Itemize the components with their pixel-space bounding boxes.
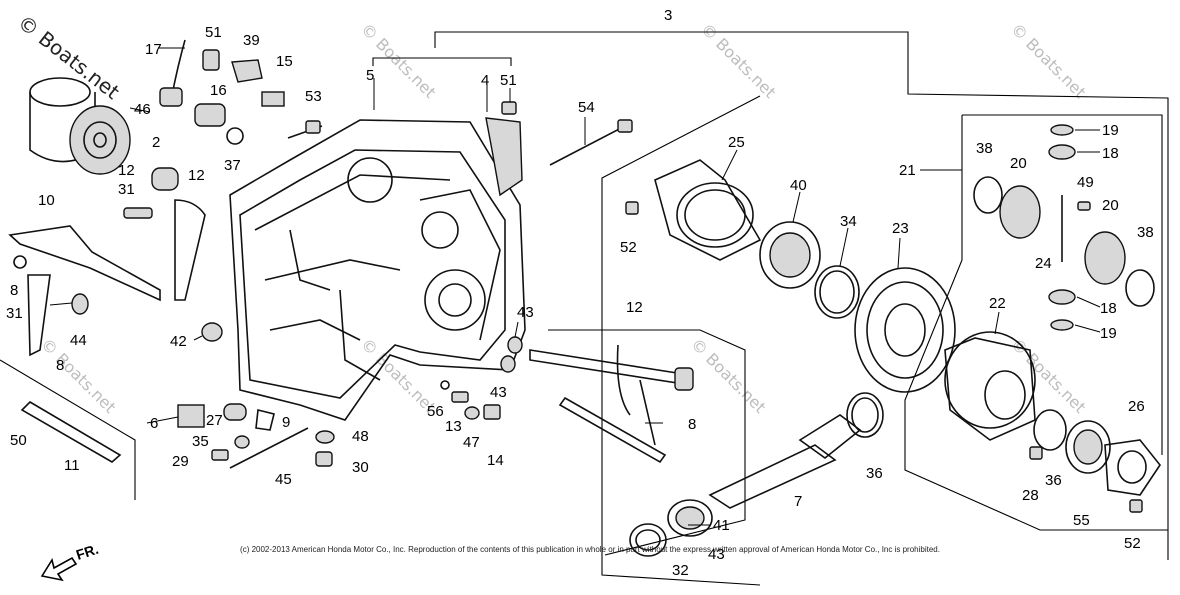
callout-27: 27 [206, 412, 223, 429]
callout-41: 41 [713, 517, 730, 534]
callout-4: 4 [481, 72, 489, 89]
differential-lower-frame [904, 115, 1168, 531]
callout-38: 38 [1137, 224, 1154, 241]
copyright-notice: (c) 2002-2013 American Honda Motor Co., … [240, 545, 940, 554]
callout-8: 8 [56, 357, 64, 374]
callout-28: 28 [1022, 487, 1039, 504]
callout-15: 15 [276, 53, 293, 70]
callout-18: 18 [1102, 145, 1119, 162]
shift-frame [548, 329, 746, 556]
shift-fork [529, 344, 694, 464]
callout-8: 8 [688, 416, 696, 433]
callout-labels: 3 5 4 51 51 17 39 15 46 16 53 54 37 2 12… [6, 7, 1154, 579]
callout-18: 18 [1100, 300, 1117, 317]
lower-small-parts [177, 336, 523, 469]
callout-7: 7 [794, 493, 802, 510]
callout-46: 46 [134, 101, 151, 118]
callout-52: 52 [1124, 535, 1141, 552]
callout-34: 34 [840, 213, 857, 230]
group-frames [0, 31, 1169, 586]
callout-49: 49 [1077, 174, 1094, 191]
callout-37: 37 [224, 157, 241, 174]
front-label: FR. [74, 541, 100, 563]
callout-10: 10 [38, 192, 55, 209]
callout-48: 48 [352, 428, 369, 445]
callout-12: 12 [626, 299, 643, 316]
callout-11: 11 [64, 457, 80, 474]
watermark: © Boats.net [357, 19, 439, 101]
shift-arms [8, 199, 223, 463]
transmission-case [229, 119, 526, 421]
watermark: © Boats.net [1007, 19, 1089, 101]
leader-lines [49, 47, 1101, 526]
callout-54: 54 [578, 99, 595, 116]
differential-gears [944, 124, 1155, 441]
callout-42: 42 [170, 333, 187, 350]
callout-38: 38 [976, 140, 993, 157]
front-direction-arrow: FR. [40, 541, 100, 582]
callout-24: 24 [1035, 255, 1052, 272]
output-shaft [629, 409, 1161, 557]
arrow-left-down-icon [40, 556, 78, 582]
bracket-and-bolts [485, 101, 633, 197]
callout-9: 9 [282, 414, 290, 431]
callout-5: 5 [366, 67, 374, 84]
callout-8: 8 [10, 282, 18, 299]
callout-30: 30 [352, 459, 369, 476]
callout-45: 45 [275, 471, 292, 488]
callout-47: 47 [463, 434, 480, 451]
differential-frame [601, 95, 761, 586]
callout-31: 31 [118, 181, 135, 198]
callout-29: 29 [172, 453, 189, 470]
differential-inner-frame [962, 114, 1163, 455]
callout-23: 23 [892, 220, 909, 237]
watermark: © Boats.net [1007, 334, 1089, 416]
watermark-layer: © Boats.net © Boats.net © Boats.net © Bo… [37, 19, 1089, 416]
callout-43: 43 [708, 546, 725, 563]
callout-19: 19 [1100, 325, 1117, 342]
oil-filter [29, 77, 131, 175]
callout-43: 43 [517, 304, 534, 321]
callout-12: 12 [118, 162, 135, 179]
callout-36: 36 [1045, 472, 1062, 489]
callout-25: 25 [728, 134, 745, 151]
callout-20: 20 [1010, 155, 1027, 172]
callout-50: 50 [10, 432, 27, 449]
callout-3: 3 [664, 7, 672, 24]
callout-6: 6 [150, 415, 158, 432]
callout-40: 40 [790, 177, 807, 194]
callout-17: 17 [145, 41, 162, 58]
callout-39: 39 [243, 32, 260, 49]
callout-51: 51 [205, 24, 222, 41]
callout-21: 21 [899, 162, 916, 179]
callout-2: 2 [152, 134, 160, 151]
callout-53: 53 [305, 88, 322, 105]
callout-13: 13 [445, 418, 462, 435]
callout-55: 55 [1073, 512, 1090, 529]
callout-14: 14 [487, 452, 504, 469]
callout-12: 12 [188, 167, 205, 184]
left-frame [0, 359, 136, 500]
callout-35: 35 [192, 433, 209, 450]
callout-56: 56 [427, 403, 444, 420]
callout-51: 51 [500, 72, 517, 89]
callout-32: 32 [672, 562, 689, 579]
group-bracket-3 [434, 31, 1169, 560]
callout-36: 36 [866, 465, 883, 482]
callout-52: 52 [620, 239, 637, 256]
callout-16: 16 [210, 82, 227, 99]
callout-44: 44 [70, 332, 87, 349]
callout-22: 22 [989, 295, 1006, 312]
watermark: © Boats.net [687, 334, 769, 416]
callout-26: 26 [1128, 398, 1145, 415]
callout-20: 20 [1102, 197, 1119, 214]
callout-43: 43 [490, 384, 507, 401]
group-bracket-4-5 [372, 57, 512, 66]
differential-parts [625, 159, 956, 438]
sensor-parts [123, 39, 323, 219]
callout-31: 31 [6, 305, 23, 322]
callout-19: 19 [1102, 122, 1119, 139]
